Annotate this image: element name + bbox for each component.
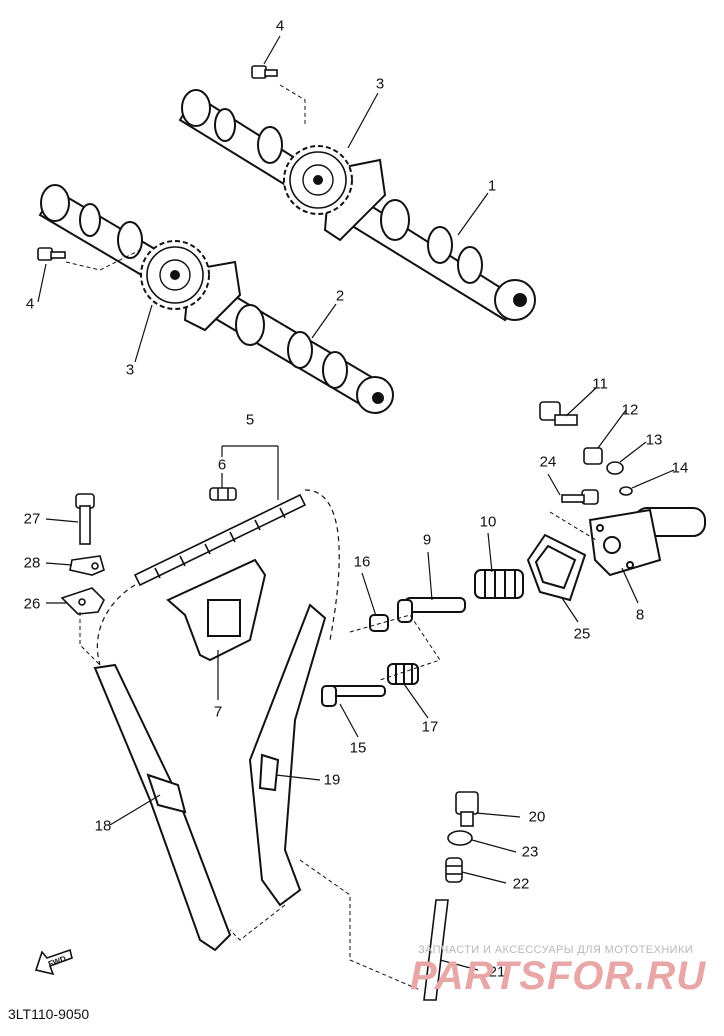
spring-17 bbox=[387, 663, 419, 685]
callout-3-upper: 3 bbox=[375, 75, 385, 93]
bolt-24 bbox=[561, 489, 599, 505]
callout-18: 18 bbox=[94, 817, 112, 835]
callout-3-lower: 3 bbox=[125, 361, 135, 379]
callout-26: 26 bbox=[23, 595, 41, 613]
push-rod-9 bbox=[397, 597, 466, 623]
tensioner-body-8 bbox=[588, 507, 706, 577]
pin-21 bbox=[423, 899, 449, 1001]
callout-9: 9 bbox=[422, 531, 432, 549]
plate-28 bbox=[69, 555, 105, 576]
plate-26 bbox=[60, 587, 105, 615]
callout-22: 22 bbox=[512, 875, 530, 893]
cap-16 bbox=[369, 614, 389, 632]
bolt-20 bbox=[455, 791, 479, 827]
callout-8: 8 bbox=[635, 606, 645, 624]
cam-sprocket-3b bbox=[140, 240, 210, 310]
callout-13: 13 bbox=[645, 431, 663, 449]
washer-23 bbox=[447, 830, 473, 846]
watermark-logo: PARTSFOR.RU bbox=[410, 954, 707, 998]
camshaft-2 bbox=[38, 184, 394, 414]
callout-14: 14 bbox=[671, 459, 689, 477]
callout-27: 27 bbox=[23, 510, 41, 528]
sprocket-bolt-4a bbox=[251, 65, 278, 79]
callout-28: 28 bbox=[23, 554, 41, 572]
callout-4-upper: 4 bbox=[275, 17, 285, 35]
callout-2: 2 bbox=[335, 287, 345, 305]
callout-4-lower: 4 bbox=[25, 295, 35, 313]
gasket-25 bbox=[526, 533, 587, 602]
callout-10: 10 bbox=[479, 513, 497, 531]
leader-lines bbox=[37, 35, 675, 971]
chain-guide-7 bbox=[166, 558, 267, 662]
callout-15: 15 bbox=[349, 739, 367, 757]
callout-7: 7 bbox=[213, 703, 223, 721]
callout-16: 16 bbox=[353, 553, 371, 571]
nut-12 bbox=[583, 447, 603, 465]
callout-23: 23 bbox=[521, 843, 539, 861]
cam-chain-5 bbox=[133, 493, 307, 587]
chain-guide-19 bbox=[248, 603, 327, 907]
cam-sprocket-3a bbox=[283, 145, 353, 215]
sprocket-bolt-4b bbox=[37, 247, 66, 261]
callout-17: 17 bbox=[421, 718, 439, 736]
chain-joint-6 bbox=[209, 487, 237, 501]
callout-25: 25 bbox=[573, 625, 591, 643]
camshaft-1 bbox=[178, 89, 536, 322]
ring-14 bbox=[619, 486, 633, 496]
callout-21: 21 bbox=[488, 963, 506, 981]
callout-24: 24 bbox=[539, 453, 557, 471]
spring-10 bbox=[474, 569, 524, 599]
callout-1: 1 bbox=[487, 177, 497, 195]
watermark-tagline: ЗАПЧАСТИ И АКСЕССУАРЫ ДЛЯ МОТОТЕХНИКИ bbox=[418, 944, 694, 956]
callout-5: 5 bbox=[245, 411, 255, 429]
bolt-11 bbox=[539, 401, 578, 426]
callout-11: 11 bbox=[592, 375, 608, 393]
callout-6: 6 bbox=[217, 456, 227, 474]
chain-guide-18 bbox=[93, 663, 232, 952]
diagram-code: 3LT110-9050 bbox=[8, 1006, 90, 1022]
spring-22 bbox=[445, 857, 463, 883]
bolt-27 bbox=[75, 493, 95, 545]
callout-20: 20 bbox=[528, 808, 546, 826]
washer-13 bbox=[606, 461, 624, 475]
forward-arrow-icon: FWD bbox=[34, 948, 73, 976]
callout-12: 12 bbox=[621, 401, 639, 419]
callout-19: 19 bbox=[323, 771, 341, 789]
rod-15 bbox=[321, 685, 386, 707]
